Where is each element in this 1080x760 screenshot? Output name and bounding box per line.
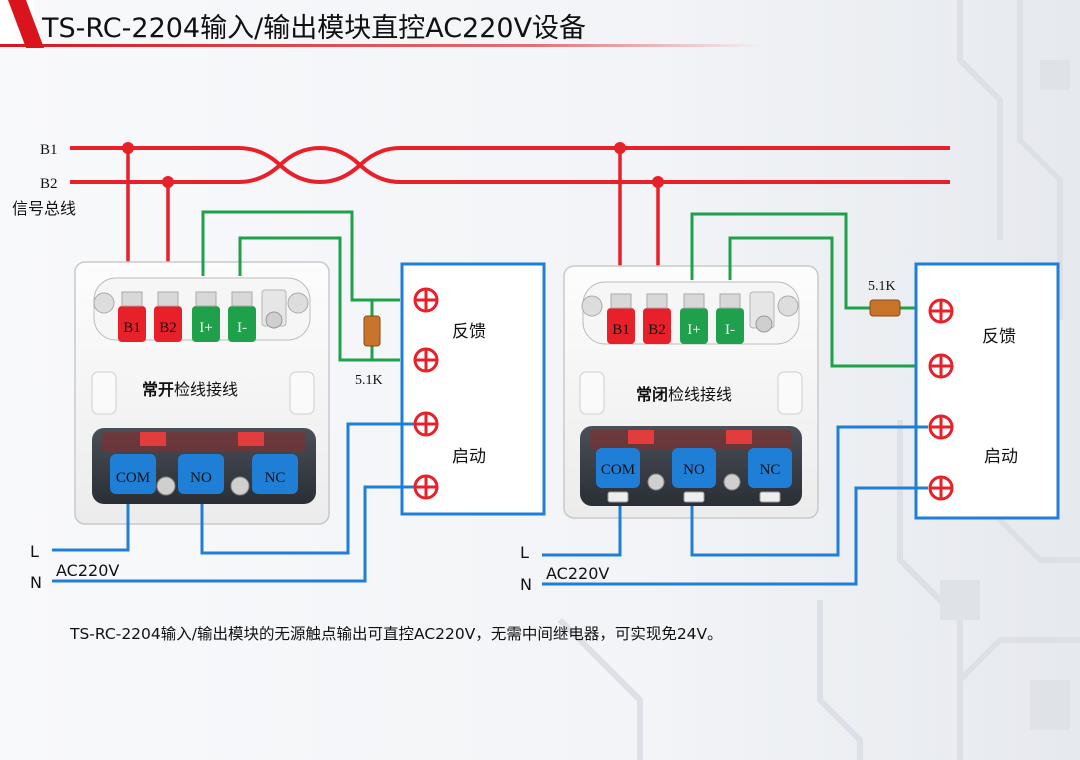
relay-no (178, 454, 224, 494)
power-l-label: L (520, 543, 529, 562)
module-caption-bold: 常开 (142, 380, 174, 399)
plus-terminal-icon (413, 287, 439, 313)
terminal-b1-label: B1 (123, 320, 141, 336)
module-caption: 常闭检线接线 (636, 385, 732, 404)
power-label: AC220V (546, 564, 609, 583)
plus-terminal-icon (413, 347, 439, 373)
relay-com (596, 448, 640, 488)
signal-bus: B1 B2 信号总线 (12, 142, 950, 218)
relay-no-label: NO (683, 462, 705, 478)
plus-terminal-icon (928, 353, 954, 379)
start-label: 启动 (984, 447, 1018, 467)
relay-com (110, 454, 156, 494)
terminal-i-minus (228, 306, 256, 342)
relay-com-label: COM (116, 470, 150, 486)
bus-junction-dot (162, 176, 174, 188)
relay-nc-label: NC (760, 462, 781, 478)
relay-nc (252, 454, 298, 494)
plus-terminal-icon (928, 298, 954, 324)
power-n-label: N (520, 575, 532, 594)
resistor (363, 315, 381, 347)
terminal-b1-label: B1 (612, 322, 630, 338)
bus-b2-label: B2 (40, 176, 58, 192)
power-n-label: N (30, 573, 42, 592)
plus-terminal-icon (413, 474, 439, 500)
resistor (869, 299, 901, 317)
start-label: 启动 (452, 447, 486, 467)
module-caption-rest: 检线接线 (668, 385, 732, 404)
terminal-b2-label: B2 (159, 320, 177, 336)
relay-no (672, 448, 716, 488)
module-normally-open: B1 B2 I+ I- 常开检线接线 COM NO NC 5.1K (30, 142, 546, 592)
relay-nc (748, 448, 792, 488)
relay-com-label: COM (601, 462, 635, 478)
feedback-label: 反馈 (982, 327, 1016, 347)
terminal-b1 (118, 306, 146, 342)
power-label: AC220V (56, 561, 119, 580)
power-l-label: L (30, 542, 39, 561)
footnote: TS-RC-2204输入/输出模块的无源触点输出可直控AC220V，无需中间继电… (70, 625, 723, 643)
terminal-b2 (154, 306, 182, 342)
terminal-i-minus-label: I- (725, 322, 735, 338)
relay-no-label: NO (190, 470, 212, 486)
plus-terminal-icon (928, 475, 954, 501)
bus-junction-dot (614, 142, 626, 154)
plus-terminal-icon (413, 411, 439, 437)
page-title: TS-RC-2204输入/输出模块直控AC220V设备 (42, 13, 587, 44)
bus-caption: 信号总线 (12, 199, 76, 218)
title-accent-slash (8, 0, 44, 48)
bus-junction-dot (652, 176, 664, 188)
terminal-i-plus-label: I+ (687, 322, 700, 338)
resistor-label: 5.1K (868, 279, 896, 294)
feedback-label: 反馈 (452, 322, 486, 342)
title-bar (0, 0, 760, 48)
terminal-b2 (643, 308, 671, 344)
title-underline (0, 44, 760, 47)
relay-nc-label: NC (265, 470, 286, 486)
plus-terminal-icon (928, 414, 954, 440)
terminal-i-minus (716, 308, 744, 344)
bus-b1-label: B1 (40, 142, 58, 158)
terminal-i-plus (192, 306, 220, 342)
bus-junction-dot (122, 142, 134, 154)
resistor-label: 5.1K (355, 373, 383, 388)
terminal-i-minus-label: I- (237, 320, 247, 336)
terminal-i-plus (680, 308, 708, 344)
module-caption-bold: 常闭 (636, 385, 668, 404)
terminal-i-plus-label: I+ (199, 320, 212, 336)
terminal-b2-label: B2 (648, 322, 666, 338)
module-caption-rest: 检线接线 (174, 380, 238, 399)
module-caption: 常开检线接线 (142, 380, 238, 399)
module-normally-closed: B1 B2 I+ I- 常闭检线接线 COM NO NC 5.1K (520, 142, 1060, 594)
terminal-b1 (607, 308, 635, 344)
